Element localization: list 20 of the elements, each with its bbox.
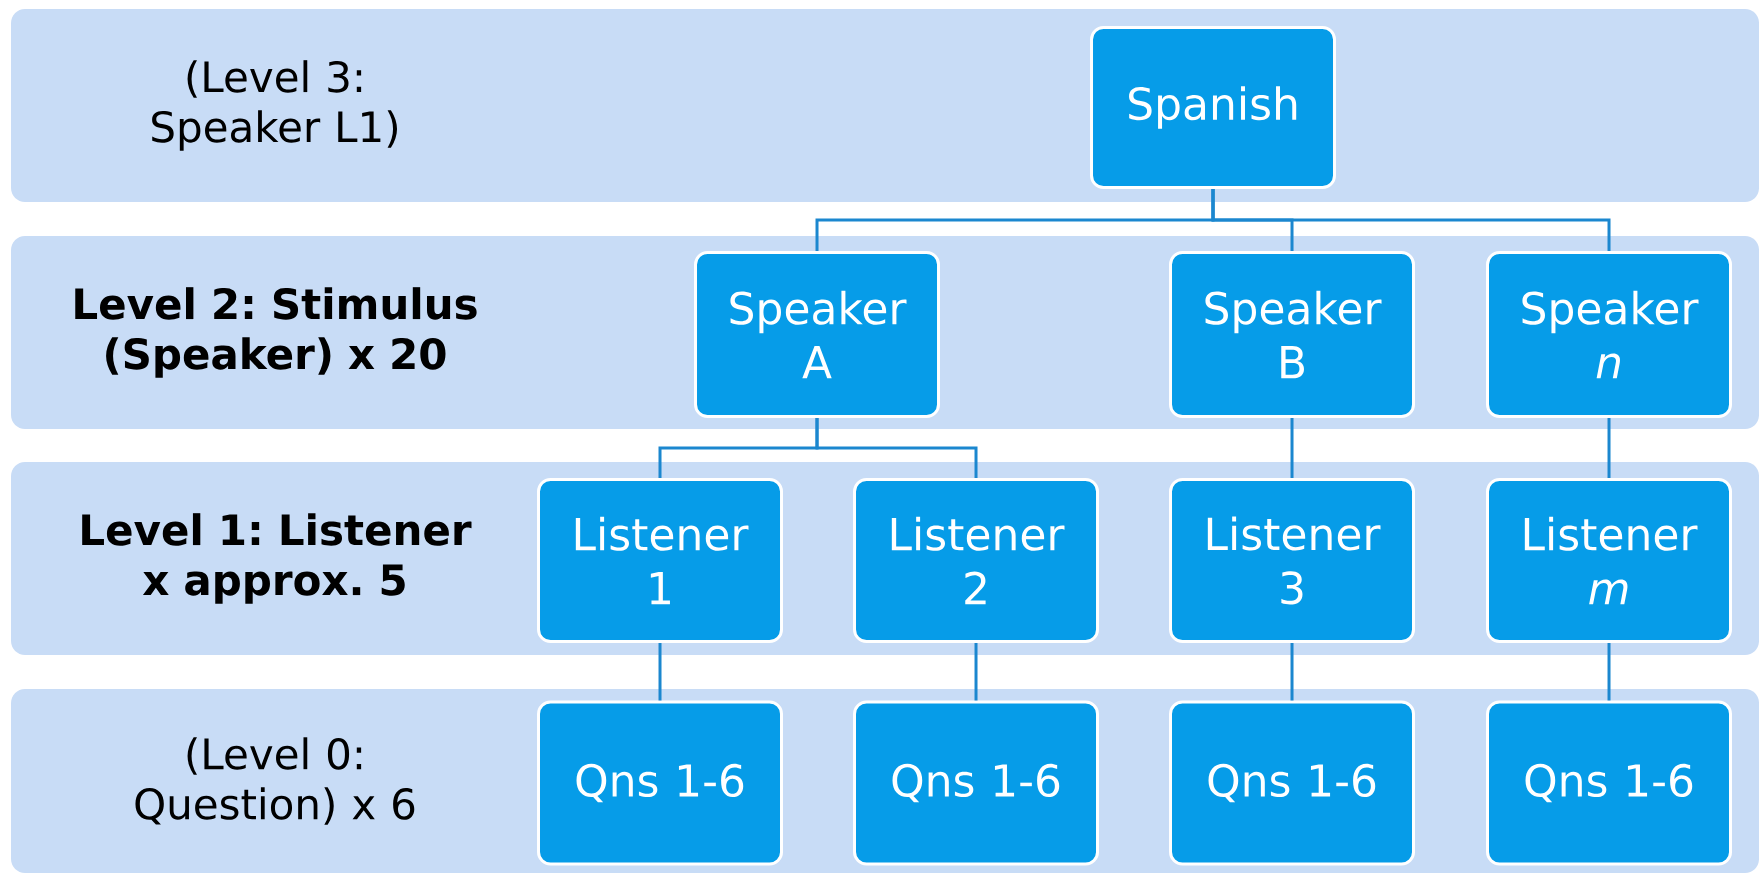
box: Speaker A	[694, 251, 940, 418]
connector	[1290, 418, 1294, 478]
box: Qns 1-6	[537, 700, 783, 866]
connector	[974, 643, 978, 701]
box: Listener 3	[1169, 478, 1415, 643]
box: Qns 1-6	[1486, 700, 1732, 866]
box: Qns 1-6	[853, 700, 1099, 866]
connector	[815, 418, 978, 478]
connector	[1607, 643, 1611, 701]
connector	[1290, 643, 1294, 701]
box: Speaker n	[1486, 251, 1732, 418]
box: Spanish	[1090, 26, 1336, 189]
box: Listener m	[1486, 478, 1732, 643]
connector	[658, 643, 662, 701]
box: Listener 1	[537, 478, 783, 643]
box: Listener 2	[853, 478, 1099, 643]
box: Qns 1-6	[1169, 700, 1415, 866]
connector	[1211, 189, 1611, 251]
box: Speaker B	[1169, 251, 1415, 418]
connector	[1607, 418, 1611, 478]
